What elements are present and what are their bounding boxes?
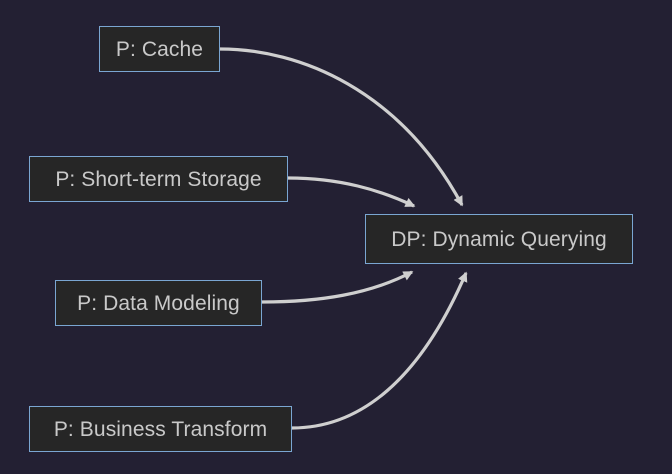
edge-datamodel-to-dynamic xyxy=(261,270,414,304)
node-short-term-storage[interactable]: P: Short-term Storage xyxy=(29,156,288,202)
node-cache-label: P: Cache xyxy=(115,37,204,61)
node-data-modeling[interactable]: P: Data Modeling xyxy=(55,280,262,326)
edge-shortterm-to-dynamic xyxy=(287,176,416,208)
node-dynamic-querying-label: DP: Dynamic Querying xyxy=(391,227,607,251)
node-cache[interactable]: P: Cache xyxy=(99,26,220,72)
edge-cache-to-dynamic xyxy=(219,47,464,207)
node-data-modeling-label: P: Data Modeling xyxy=(77,291,240,315)
node-business-transform[interactable]: P: Business Transform xyxy=(29,406,292,452)
node-short-term-storage-label: P: Short-term Storage xyxy=(55,167,262,191)
edge-business-to-dynamic xyxy=(291,271,468,430)
node-business-transform-label: P: Business Transform xyxy=(53,417,268,441)
node-dynamic-querying[interactable]: DP: Dynamic Querying xyxy=(365,214,633,264)
